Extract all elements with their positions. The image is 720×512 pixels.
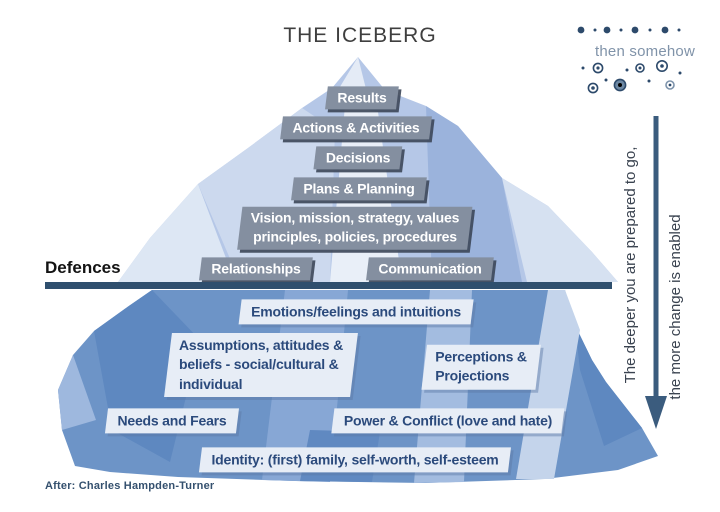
right-rail-text-change: the more change is enabled xyxy=(667,214,684,400)
label-perceptions: Perceptions & Projections xyxy=(421,344,541,390)
label-needs-fears: Needs and Fears xyxy=(104,408,240,434)
logo-dots-icon xyxy=(577,26,682,94)
down-arrow-icon xyxy=(645,116,667,429)
label-decisions: Decisions xyxy=(313,146,403,170)
logo-wordmark: then somehow xyxy=(595,43,695,60)
logo-then-somehow: then somehow xyxy=(570,15,720,100)
attribution: After: Charles Hampden-Turner xyxy=(45,480,215,492)
label-results: Results xyxy=(324,86,400,110)
label-assumptions: Assumptions, attitudes & beliefs - socia… xyxy=(164,333,358,397)
label-identity: Identity: (first) family, self-worth, se… xyxy=(198,447,512,473)
label-actions-activities: Actions & Activities xyxy=(280,116,432,140)
page-title: THE ICEBERG xyxy=(283,24,437,47)
label-plans-planning: Plans & Planning xyxy=(290,177,428,201)
label-power-conflict: Power & Conflict (love and hate) xyxy=(331,408,565,434)
label-communication: Communication xyxy=(365,257,495,281)
waterline xyxy=(45,282,612,289)
defences-label: Defences xyxy=(45,258,121,277)
label-relationships: Relationships xyxy=(198,257,314,281)
label-vision-mission: Vision, mission, strategy, values princi… xyxy=(237,206,473,250)
label-emotions: Emotions/feelings and intuitions xyxy=(238,299,474,325)
